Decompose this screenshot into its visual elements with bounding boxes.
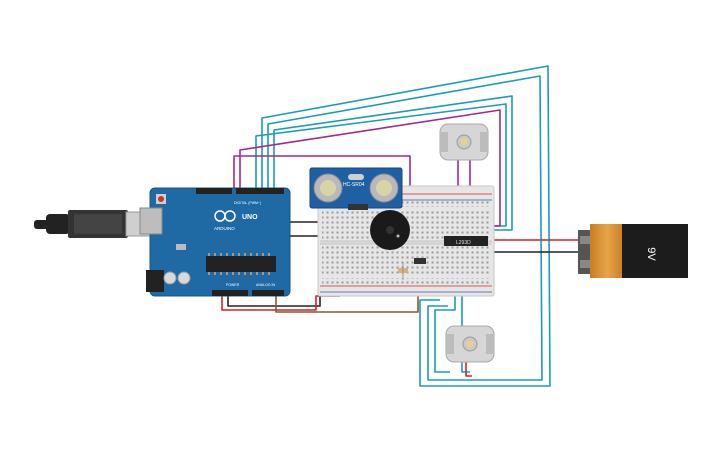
arduino-logo-icon xyxy=(214,210,236,222)
arduino-power-label: POWER xyxy=(226,283,240,287)
ultrasonic-sensor: HC-SR04 xyxy=(309,167,403,210)
wire-brown-1 xyxy=(275,292,419,313)
arduino-model: UNO xyxy=(242,214,258,221)
buzzer xyxy=(370,210,410,250)
resistor xyxy=(398,262,408,280)
arduino-uno: UNO ARDUINO DIGITAL (PWM~) POWER ANALOG … xyxy=(139,187,291,297)
dc-motor-top xyxy=(439,123,489,161)
wire-red-5 xyxy=(465,362,472,377)
wire-teal-1 xyxy=(261,65,551,387)
wire-teal-2 xyxy=(267,75,543,381)
wire-teal-3 xyxy=(273,95,513,231)
usb-cable xyxy=(34,210,157,238)
battery-voltage: 9V xyxy=(645,247,657,261)
arduino-brand: ARDUINO xyxy=(214,226,235,231)
arduino-digital-label: DIGITAL (PWM~) xyxy=(234,201,261,205)
motor-driver-ic: L293D xyxy=(444,236,488,246)
ultrasonic-model: HC-SR04 xyxy=(343,182,365,188)
driver-ic-label: L293D xyxy=(456,240,471,246)
small-component xyxy=(414,258,426,264)
dc-motor-bottom xyxy=(445,325,495,363)
arduino-analog-label: ANALOG IN xyxy=(256,283,276,287)
battery-9v: 9V xyxy=(578,224,688,278)
